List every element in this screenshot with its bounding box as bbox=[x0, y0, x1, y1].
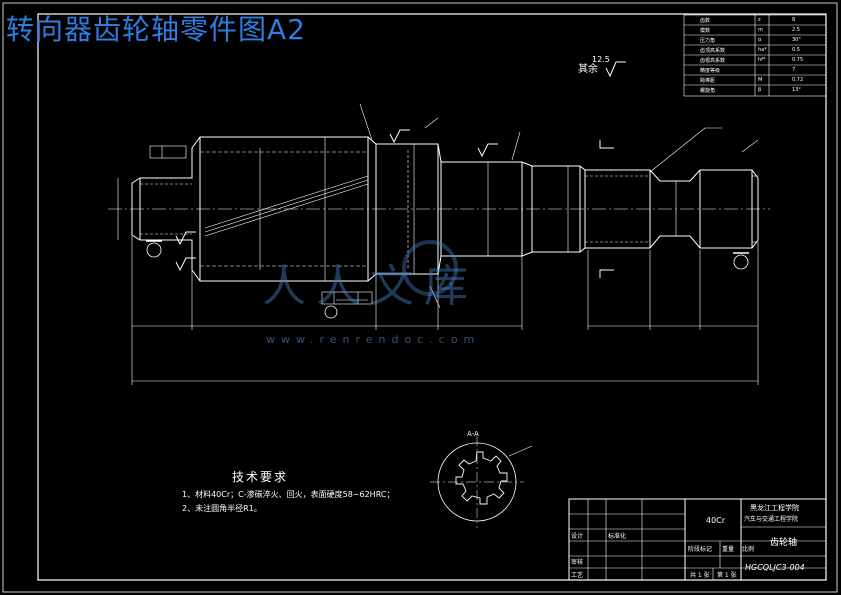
parameter-value: 0.75 bbox=[792, 57, 804, 63]
surface-note-roughness: 12.5 bbox=[592, 55, 610, 64]
parameter-name: 压力角 bbox=[700, 38, 716, 44]
parameter-symbol: α bbox=[758, 37, 762, 43]
title-block-process: 工艺 bbox=[571, 572, 584, 579]
watermark-url: www.renrendoc.com bbox=[266, 333, 481, 346]
parameter-name: 跨棒距 bbox=[700, 78, 716, 84]
title-block-scale: 比例 bbox=[742, 546, 755, 553]
inner-frame bbox=[37, 13, 827, 581]
parameter-symbol: z bbox=[758, 17, 761, 23]
tech-requirement-line: 1、材料40Cr；C-渗碳淬火、回火，表面硬度58~62HRC； bbox=[182, 490, 395, 499]
parameter-value: 0.72 bbox=[792, 77, 804, 83]
tech-requirement-line: 2、未注圆角半径R1。 bbox=[182, 504, 262, 513]
parameter-value: 8 bbox=[792, 17, 796, 23]
parameter-value: 2.5 bbox=[792, 27, 800, 33]
watermark-text: 人人文库 bbox=[262, 261, 478, 312]
parameter-name: 齿数 bbox=[700, 18, 711, 24]
title-block-sheet-number: 第 1 张 bbox=[717, 572, 737, 579]
document-title: 转向器齿轮轴零件图A2 bbox=[6, 13, 306, 46]
title-block-material: 40Cr bbox=[706, 516, 726, 525]
parameter-value: 7 bbox=[792, 67, 796, 73]
parameter-name: 齿顶高系数 bbox=[700, 48, 726, 54]
surface-note-label: 其余 bbox=[578, 64, 598, 75]
parameter-name: 模数 bbox=[700, 28, 711, 34]
title-block-weight: 重量 bbox=[722, 546, 735, 553]
title-block-designed: 设计 bbox=[571, 533, 584, 540]
title-block-standardized: 标准化 bbox=[608, 533, 627, 540]
title-block-stage-mark: 阶段标记 bbox=[688, 546, 713, 553]
tech-requirements-title: 技术要求 bbox=[232, 470, 289, 484]
title-block-department: 汽车与交通工程学院 bbox=[744, 516, 799, 523]
title-block-sheet-total: 共 1 张 bbox=[690, 572, 710, 579]
parameter-symbol: hf* bbox=[758, 57, 766, 63]
shaft-outline bbox=[131, 136, 759, 282]
title-block-school: 黑龙江工程学院 bbox=[750, 504, 799, 512]
title-block-checked: 审核 bbox=[571, 559, 584, 566]
parameter-name: 螺旋角 bbox=[700, 88, 716, 94]
parameter-name: 精度等级 bbox=[700, 68, 721, 74]
parameter-value: 0.5 bbox=[792, 47, 800, 53]
title-block-drawing-number: HGCQLJC3-004 bbox=[745, 563, 805, 572]
parameter-symbol: m bbox=[758, 27, 763, 33]
parameter-value: 13° bbox=[792, 87, 801, 93]
parameter-symbol: M bbox=[758, 77, 763, 83]
watermark-logo-icon bbox=[402, 240, 458, 296]
section-view-label: A-A bbox=[467, 430, 479, 438]
parameter-symbol: β bbox=[758, 87, 762, 93]
parameter-name: 齿根高系数 bbox=[700, 58, 726, 64]
title-block-part-name: 齿轮轴 bbox=[770, 538, 798, 548]
parameter-symbol: ha* bbox=[758, 47, 767, 53]
parameter-value: 30° bbox=[792, 37, 801, 43]
